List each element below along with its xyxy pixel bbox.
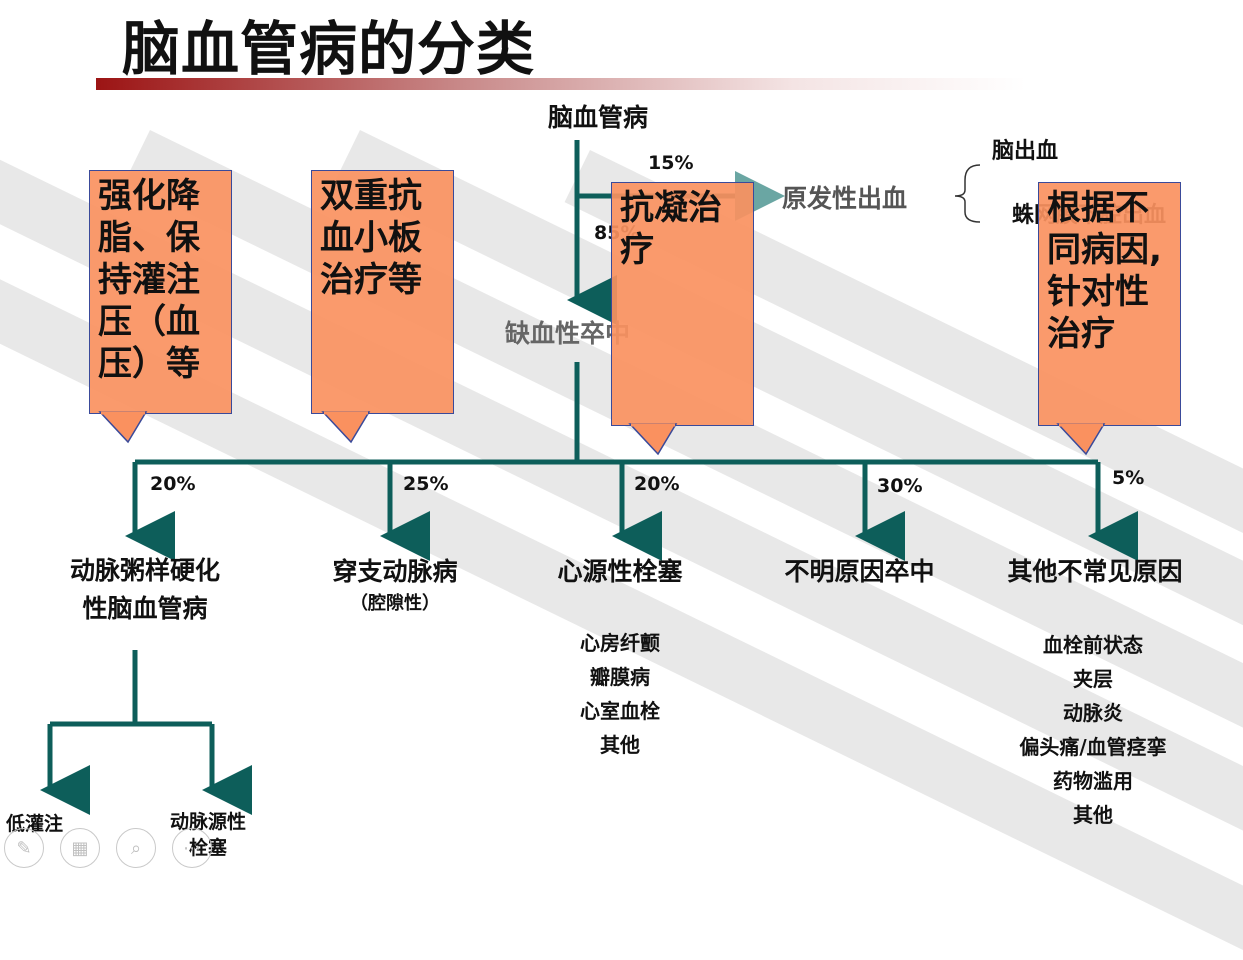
other-sub-item: 夹层: [1073, 667, 1113, 691]
callout-tail: [321, 411, 371, 444]
callout-text: 强化降 脂、保 持灌注 压（血 压）等: [98, 176, 200, 384]
category-pct: 25%: [403, 473, 449, 495]
category-pct: 5%: [1112, 467, 1145, 489]
category-pct: 20%: [150, 473, 196, 495]
callout-text: 根据不 同病因, 针对性 治疗: [1047, 188, 1162, 354]
cardio-sub-item: 其他: [600, 733, 640, 757]
other-sub-item: 其他: [1073, 803, 1113, 827]
slides-icon[interactable]: ▦: [60, 828, 100, 868]
other-sub-item: 药物滥用: [1053, 769, 1133, 793]
branch-top-pct: 15%: [648, 152, 694, 174]
cardio-sub-item: 心房纤颤: [580, 631, 660, 655]
other-sub-item: 偏头痛/血管痉挛: [1019, 735, 1167, 759]
callout-tail: [1056, 423, 1106, 456]
title-underline: [96, 78, 1026, 90]
category-note: （腔隙性）: [350, 593, 440, 614]
callout-athero-treatment: 强化降 脂、保 持灌注 压（血 压）等: [89, 170, 232, 414]
other-sub-item: 血栓前状态: [1043, 633, 1143, 657]
callout-tail: [628, 423, 678, 456]
category-name: 穿支动脉病: [332, 557, 458, 586]
callout-cardio-treatment: 抗凝治 疗: [611, 182, 754, 426]
cardio-sub-item: 心室血栓: [580, 699, 660, 723]
category-pct: 30%: [877, 475, 923, 497]
callout-text: 抗凝治 疗: [620, 188, 722, 270]
callout-other-treatment: 根据不 同病因, 针对性 治疗: [1038, 182, 1181, 426]
callout-text: 双重抗 血小板 治疗等: [320, 176, 422, 300]
root-node-label: 脑血管病: [548, 103, 649, 132]
category-name: 动脉粥样硬化 性脑血管病: [69, 556, 220, 623]
category-name: 心源性栓塞: [557, 557, 683, 586]
branch-top-child: 脑出血: [992, 139, 1059, 164]
branch-top-label: 原发性出血: [782, 184, 908, 213]
branch-main-label: 缺血性卒中: [505, 319, 631, 348]
page-title: 脑血管病的分类: [122, 15, 536, 83]
zoom-icon[interactable]: ⌕: [116, 828, 156, 868]
callout-perforator-treatment: 双重抗 血小板 治疗等: [311, 170, 454, 414]
callout-tail: [98, 411, 148, 444]
category-name: 其他不常见原因: [1007, 557, 1183, 586]
more-icon[interactable]: ⋯: [172, 828, 212, 868]
category-pct: 20%: [634, 473, 680, 495]
tree-connectors: [40, 140, 1138, 815]
category-name: 不明原因卒中: [784, 557, 935, 586]
pen-icon[interactable]: ✎: [4, 828, 44, 868]
other-sub-item: 动脉炎: [1063, 701, 1123, 725]
cardio-sub-item: 瓣膜病: [590, 665, 650, 689]
